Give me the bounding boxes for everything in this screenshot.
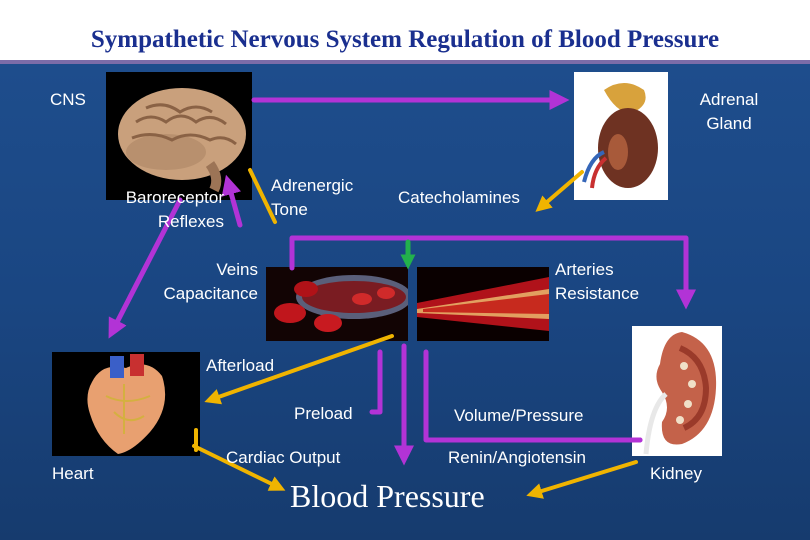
label-adrenergic-line2: Tone	[271, 200, 308, 219]
label-adrenal-line1: Adrenal	[699, 90, 759, 109]
label-adrenal-line2: Gland	[706, 114, 752, 133]
label-catecholamines: Catecholamines	[398, 188, 520, 207]
label-arteries-resistance: Arteries Resistance	[555, 258, 639, 306]
label-cardiac-output: Cardiac Output	[226, 448, 341, 467]
label-veins-line1: Veins	[216, 260, 258, 279]
heart-image	[52, 352, 200, 456]
label-adrenal-gland: Adrenal Gland	[690, 88, 768, 136]
label-afterload: Afterload	[206, 356, 275, 375]
arrow-veins-to-preload	[369, 349, 383, 415]
label-blood-pressure: Blood Pressure	[290, 478, 485, 514]
label-heart: Heart	[52, 464, 94, 483]
label-renin-angiotensin: Renin/Angiotensin	[448, 448, 586, 467]
label-baroreceptor-reflexes: Baroreceptor Reflexes	[96, 186, 224, 234]
kidney-image	[632, 326, 722, 456]
label-arteries-line1: Arteries	[555, 260, 614, 279]
label-adrenergic-line1: Adrenergic	[271, 176, 354, 195]
label-baro-line2: Reflexes	[157, 212, 224, 231]
label-veins-line2: Capacitance	[163, 284, 258, 303]
label-cns: CNS	[50, 90, 86, 109]
label-volume-pressure: Volume/Pressure	[454, 406, 584, 425]
label-arteries-line2: Resistance	[555, 284, 640, 303]
label-kidney: Kidney	[650, 464, 702, 483]
label-veins-capacitance: Veins Capacitance	[136, 258, 258, 306]
title-underline	[0, 60, 810, 64]
label-baro-line1: Baroreceptor	[125, 188, 224, 207]
blood-vessel-image	[266, 267, 408, 341]
title-bar	[0, 0, 810, 64]
label-preload: Preload	[294, 404, 353, 423]
artery-image	[417, 267, 549, 341]
label-adrenergic-tone: Adrenergic Tone	[271, 174, 353, 222]
brain-image	[106, 72, 252, 200]
adrenal-kidney-image	[574, 72, 668, 200]
slide-title: Sympathetic Nervous System Regulation of…	[90, 26, 720, 53]
